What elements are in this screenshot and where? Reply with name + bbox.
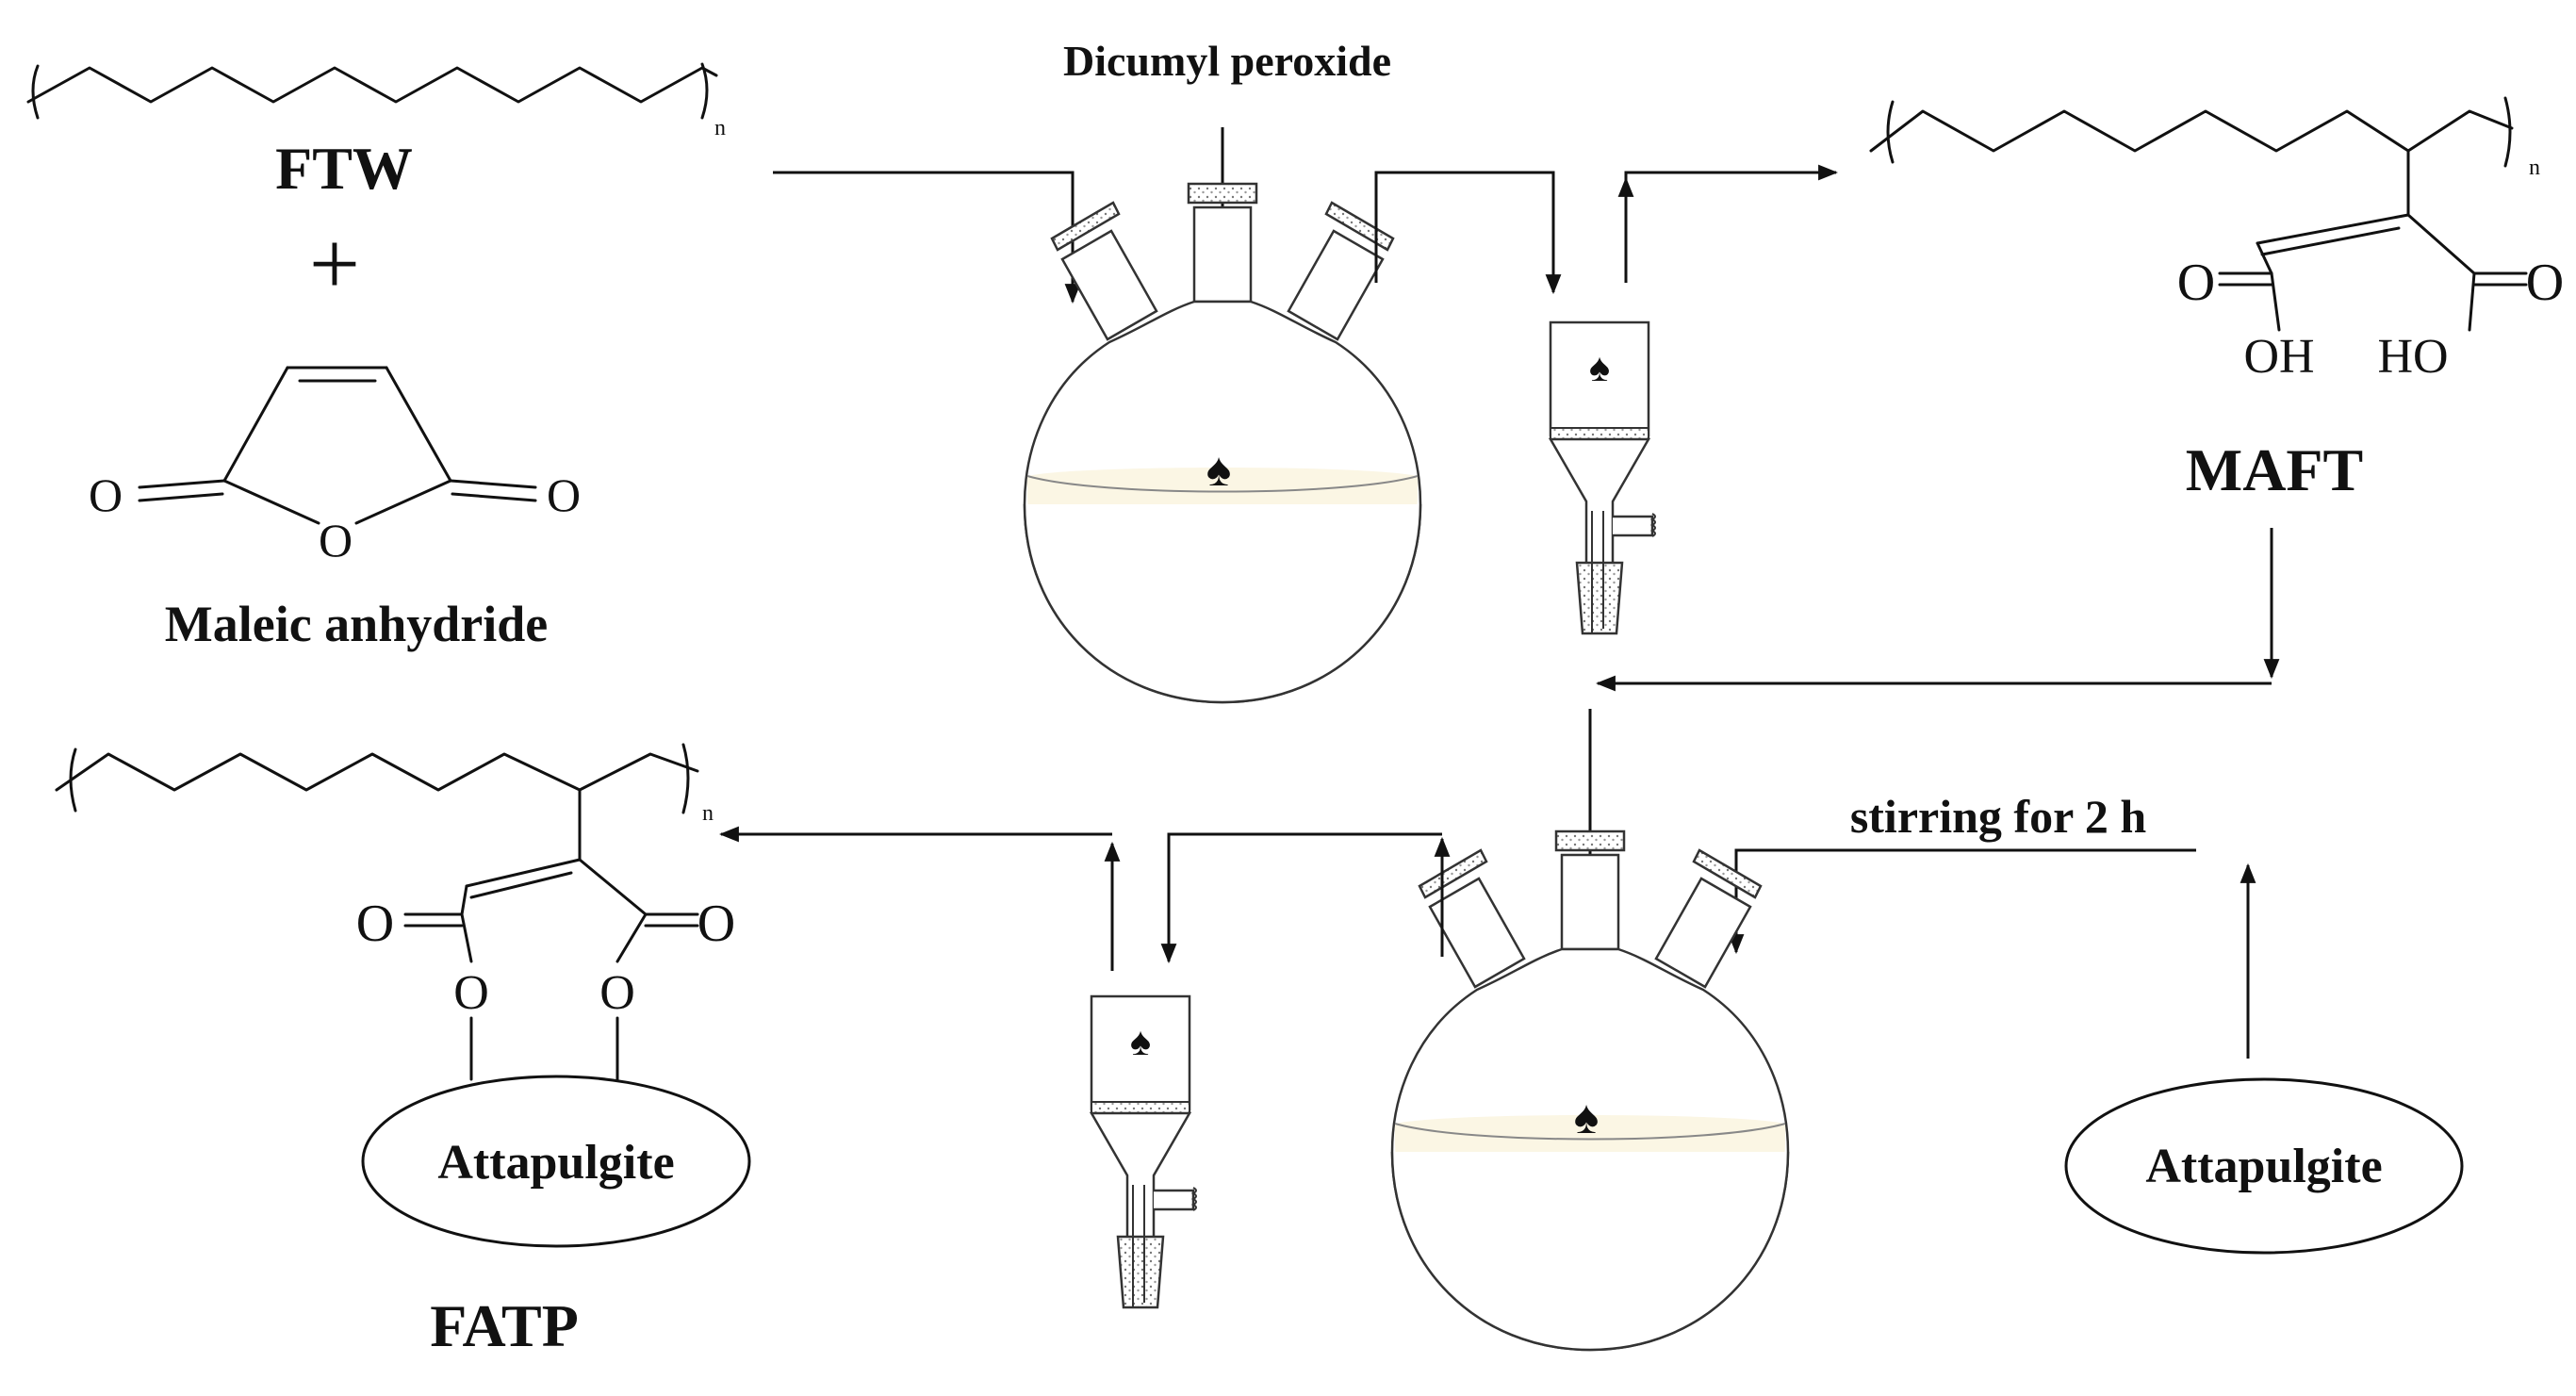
maft-o-right: O — [2526, 254, 2564, 312]
fatp-attapulgite-label: Attapulgite — [437, 1136, 674, 1190]
ftw-subscript: n — [714, 116, 726, 140]
maft-subscript: n — [2529, 156, 2540, 180]
filter-funnel-1: ♠ — [1549, 320, 1657, 635]
ftw-zigzag-chain — [26, 66, 718, 104]
fatp-ester-o-left: O — [453, 966, 489, 1020]
attapulgite-to-flask-2-arrow — [1728, 848, 2196, 955]
maleic-anhydride-label: Maleic anhydride — [165, 596, 548, 652]
reactants-to-flask-arrow — [773, 171, 1081, 304]
anhydride-o-left: O — [89, 468, 123, 521]
maft-label: MAFT — [2186, 436, 2363, 503]
fatp-subscript: n — [702, 801, 714, 826]
three-neck-flask-1: ♠ — [1023, 182, 1422, 704]
three-neck-flask-2: ♠ — [1390, 829, 1790, 1352]
attapulgite-input-oval — [2064, 1077, 2464, 1255]
stirring-condition-label: stirring for 2 h — [1850, 790, 2147, 843]
flask-to-filter-1-arrow — [1374, 171, 1562, 295]
maft-ho-label: HO — [2377, 330, 2448, 384]
maft-o-left: O — [2177, 254, 2215, 312]
dicumyl-peroxide-label: Dicumyl peroxide — [1063, 37, 1391, 85]
funnel-2-symbol: ♠ — [1130, 1021, 1151, 1064]
fatp-attapulgite-oval — [361, 1075, 751, 1248]
fatp-ester-o-right: O — [599, 966, 635, 1020]
plus-sign: + — [309, 213, 360, 314]
ftw-label: FTW — [275, 135, 413, 202]
flask-1-stir-symbol: ♠ — [1206, 443, 1232, 496]
attapulgite-input-label: Attapulgite — [2145, 1140, 2382, 1193]
anhydride-o-ring: O — [319, 514, 353, 567]
fatp-label: FATP — [430, 1292, 579, 1359]
fatp-o-right: O — [697, 895, 735, 953]
maleic-anhydride-structure — [138, 366, 537, 525]
anhydride-o-right: O — [547, 468, 581, 521]
ftw-right-bracket — [700, 62, 709, 120]
filter-funnel-2: ♠ — [1090, 994, 1198, 1309]
fatp-o-left: O — [356, 895, 394, 953]
maft-structure — [1869, 96, 2528, 332]
flask-2-to-filter-2-arrow — [1160, 832, 1442, 964]
ftw-left-bracket — [31, 64, 40, 120]
fatp-structure — [55, 743, 699, 1081]
flask-2-stir-symbol: ♠ — [1574, 1091, 1600, 1143]
funnel-1-symbol: ♠ — [1589, 347, 1610, 390]
filter-1-to-maft-arrow — [1624, 164, 1839, 181]
maft-oh-label: OH — [2243, 330, 2314, 384]
ftw-polymer-structure: n — [26, 62, 726, 140]
